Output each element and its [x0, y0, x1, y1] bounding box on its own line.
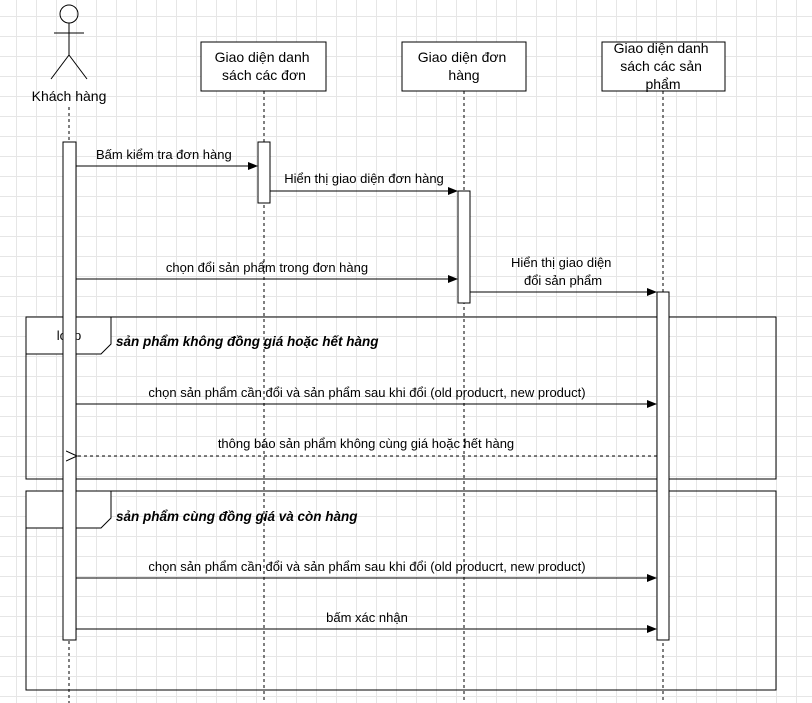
message-select-products-alt: chọn sản phẩm cần đổi và sản phẩm sau kh… — [76, 559, 657, 582]
participant-product-list-label-line: phẩm — [645, 76, 680, 92]
message-label: Bấm kiểm tra đơn hàng — [96, 147, 232, 162]
message-confirm: bấm xác nhận — [76, 610, 657, 633]
participant-order-list: Giao diện danh sách các đơn — [200, 41, 327, 92]
message-label-line: đổi sản phẩm — [524, 273, 602, 288]
participant-order-box — [401, 41, 527, 92]
messages: Bấm kiểm tra đơn hàng Hiển thị giao diện… — [76, 147, 657, 633]
participant-order: Giao diện đơn hàng — [401, 41, 527, 92]
message-label: thông báo sản phẩm không cùng giá hoặc h… — [218, 436, 514, 451]
participant-order-list-label-line: sách các đơn — [222, 67, 306, 83]
activation-customer — [62, 141, 77, 641]
stick-figure-icon — [50, 4, 88, 80]
message-show-exchange: Hiển thị giao diện đổi sản phẩm — [470, 255, 657, 296]
message-label: chọn sản phẩm cần đổi và sản phẩm sau kh… — [148, 559, 585, 574]
participant-order-label-line: Giao diện đơn — [418, 49, 507, 65]
participant-order-label-line: hàng — [448, 67, 479, 83]
message-label-line: Hiển thị giao diện — [511, 255, 611, 270]
activation-order — [457, 190, 471, 304]
message-label: Hiển thị giao diện đổi sản phẩm — [511, 255, 615, 288]
participant-product-list-label-line: sách các sản — [620, 58, 702, 74]
participant-product-list-label-line: Giao diện danh — [614, 40, 709, 56]
actor-customer: Khách hàng — [32, 4, 107, 104]
message-label: bấm xác nhận — [326, 610, 408, 625]
participant-order-list-box — [200, 41, 327, 92]
message-label: chọn sản phẩm cần đổi và sản phẩm sau kh… — [148, 385, 585, 400]
fragment-loop-guard: sản phẩm không đồng giá hoặc hết hàng — [116, 334, 379, 349]
fragment-alt-frame — [25, 490, 777, 691]
participant-product-list: Giao diện danh sách các sản phẩm — [601, 40, 726, 92]
participant-product-list-label: Giao diện danh sách các sản phẩm — [614, 40, 713, 92]
message-show-order: Hiển thị giao diện đơn hàng — [270, 171, 458, 195]
participant-order-list-label: Giao diện danh sách các đơn — [215, 49, 314, 83]
message-notify-unavailable: thông báo sản phẩm không cùng giá hoặc h… — [77, 436, 657, 456]
activation-product-list — [656, 291, 670, 641]
fragment-alt-guard: sản phẩm cùng đồng giá và còn hàng — [116, 509, 358, 524]
participant-order-list-label-line: Giao diện danh — [215, 49, 310, 65]
activations — [62, 141, 670, 641]
fragment-loop-frame — [25, 316, 777, 480]
activation-order-list — [257, 141, 271, 204]
actor-customer-label: Khách hàng — [32, 88, 107, 104]
message-choose-exchange: chọn đổi sản phẩm trong đơn hàng — [76, 260, 458, 283]
message-label: chọn đổi sản phẩm trong đơn hàng — [166, 260, 368, 275]
participant-order-label: Giao diện đơn hàng — [418, 49, 510, 83]
message-select-products-loop: chọn sản phẩm cần đổi và sản phẩm sau kh… — [76, 385, 657, 408]
message-check-order: Bấm kiểm tra đơn hàng — [76, 147, 258, 170]
message-label: Hiển thị giao diện đơn hàng — [284, 171, 444, 186]
participant-product-list-box — [601, 41, 726, 92]
